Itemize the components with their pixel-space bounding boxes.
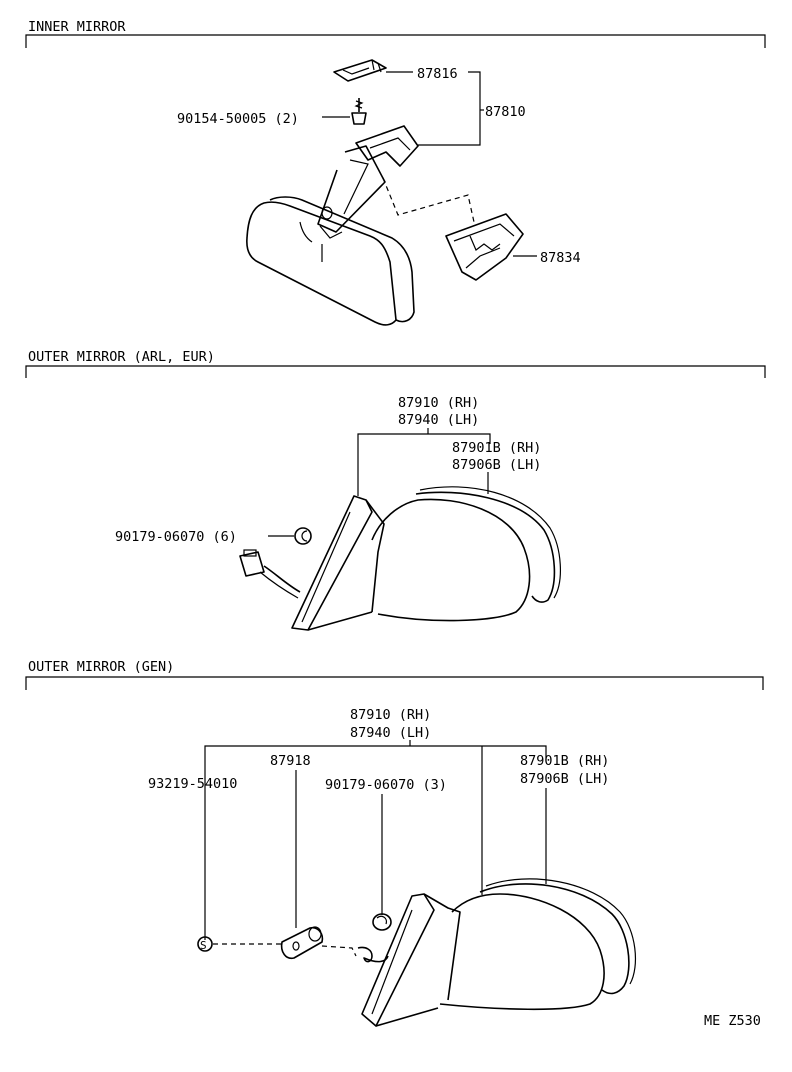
dashed-connector-gen-2 [321, 945, 357, 957]
section-rule-arl [25, 365, 766, 378]
label-90154-50005: 90154-50005 (2) [177, 111, 299, 127]
section-rule-inner [25, 34, 766, 48]
outer-mirror-gen [361, 878, 637, 1027]
wire-clip-gen [357, 946, 389, 963]
label-arl-87906b: 87906B (LH) [452, 457, 541, 473]
label-gen-93219: 93219-54010 [148, 776, 237, 792]
label-gen-87906b: 87906B (LH) [520, 771, 609, 787]
inner-mirror-body [246, 196, 415, 326]
wire-connector-arl [239, 549, 301, 599]
label-87810: 87810 [485, 104, 526, 120]
label-gen-87910: 87910 (RH) [350, 707, 431, 723]
label-87816: 87816 [417, 66, 458, 82]
label-87834: 87834 [540, 250, 581, 266]
leader-arl-assembly [357, 433, 491, 496]
bushing-87918 [280, 926, 324, 960]
label-arl-87910: 87910 (RH) [398, 395, 479, 411]
mirror-stay-bracket [317, 125, 419, 239]
outer-mirror-arl [291, 486, 561, 631]
section-title-inner-mirror: INNER MIRROR [28, 19, 126, 35]
label-gen-87918: 87918 [270, 753, 311, 769]
label-gen-87901b: 87901B (RH) [520, 753, 609, 769]
section-title-outer-mirror-arl: OUTER MIRROR (ARL, EUR) [28, 349, 215, 365]
label-gen-87940: 87940 (LH) [350, 725, 431, 741]
label-arl-87940: 87940 (LH) [398, 412, 479, 428]
screw-s-mark: S [200, 939, 207, 952]
diagram-code: ME Z530 [704, 1013, 761, 1029]
dashed-connector-inner [382, 177, 475, 223]
label-gen-90179: 90179-06070 (3) [325, 777, 447, 793]
screw-s-icon: S [197, 936, 213, 952]
nut-90179-gen-icon [372, 913, 392, 931]
label-arl-90179: 90179-06070 (6) [115, 529, 237, 545]
section-title-outer-mirror-gen: OUTER MIRROR (GEN) [28, 659, 174, 675]
screw-90154-icon [351, 98, 367, 125]
leader-gen-assembly [204, 745, 547, 940]
label-arl-87901b: 87901B (RH) [452, 440, 541, 456]
clip-87816 [333, 59, 387, 82]
leader-87810 [418, 71, 481, 146]
cover-87834 [445, 213, 524, 281]
section-rule-gen [25, 676, 764, 690]
nut-90179-icon [294, 527, 312, 545]
